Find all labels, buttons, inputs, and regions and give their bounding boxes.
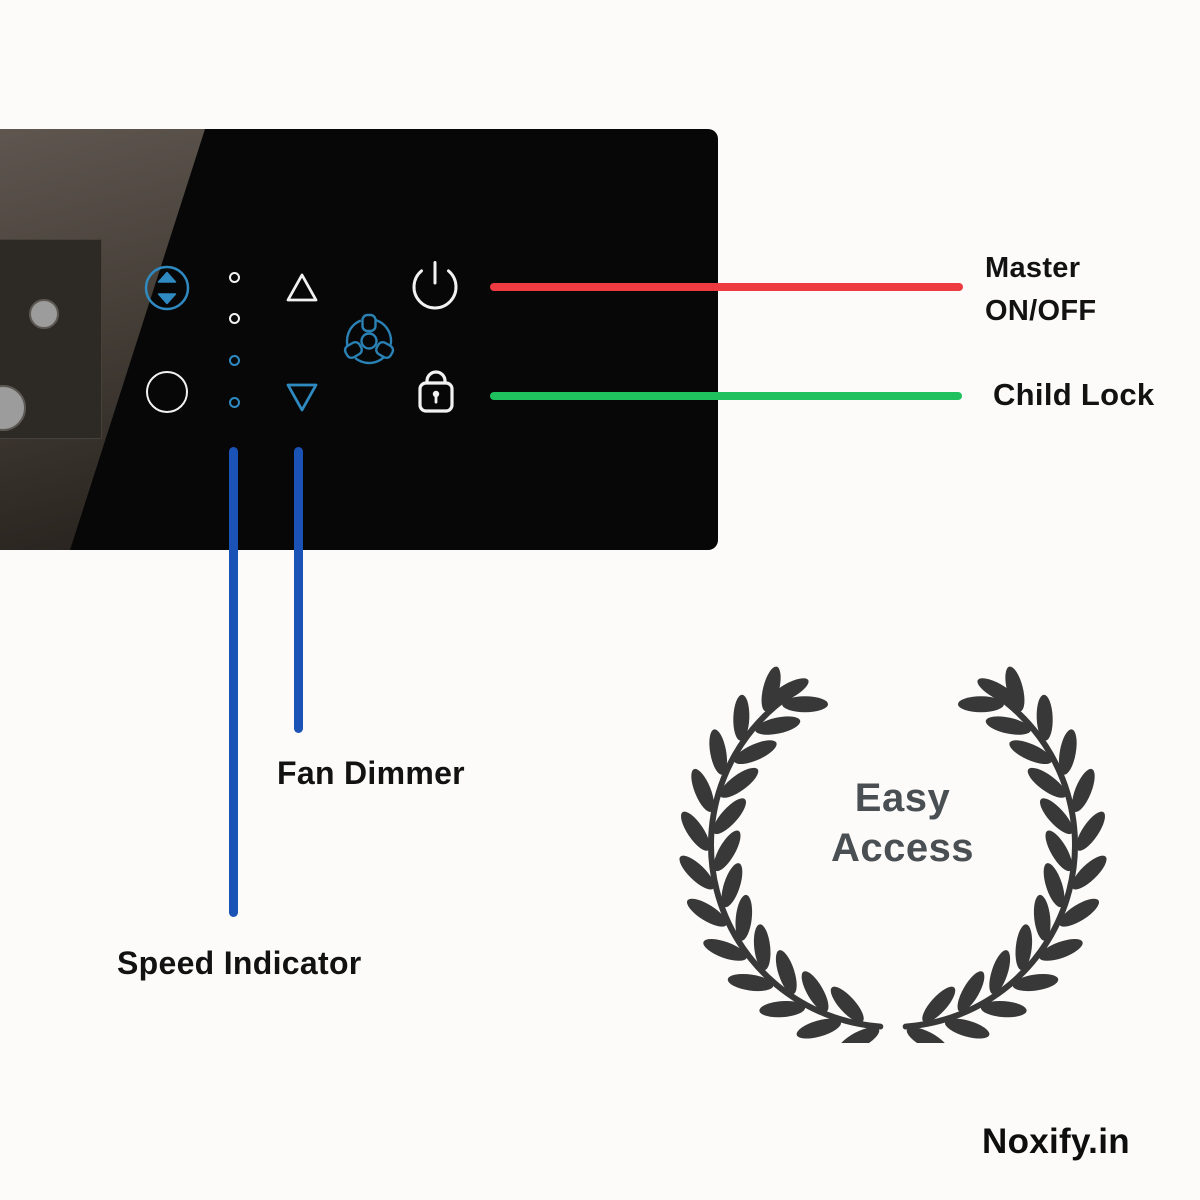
fan-icon <box>343 313 395 365</box>
fan-dimmer-label: Fan Dimmer <box>277 755 465 791</box>
fan-down-triangle-icon <box>286 383 318 412</box>
fan-dimmer-callout-line <box>294 447 303 733</box>
lock-icon <box>418 370 454 413</box>
fan-up-triangle-icon <box>286 273 318 302</box>
badge-line1: Easy <box>854 776 951 820</box>
scene-circle-icon <box>146 371 188 413</box>
master-label-line2: ON/OFF <box>985 295 1097 327</box>
power-icon <box>412 261 458 310</box>
child-lock-callout-line <box>490 392 962 400</box>
brand-text: Noxify.in <box>982 1122 1130 1161</box>
side-module <box>0 239 102 439</box>
speed-led-1 <box>229 272 240 283</box>
easy-access-badge: Easy Access <box>770 773 1035 873</box>
child-lock-label: Child Lock <box>993 377 1155 412</box>
speed-spinner-icon <box>144 265 190 311</box>
laurel-wreath-icon <box>679 666 1107 1043</box>
knob-icon <box>29 299 59 329</box>
speed-led-2 <box>229 313 240 324</box>
knob-icon <box>0 385 26 431</box>
master-onoff-label: Master ON/OFF <box>985 247 1096 333</box>
speed-indicator-label: Speed Indicator <box>117 945 362 981</box>
speed-indicator-callout-line <box>229 447 238 917</box>
master-label-line1: Master <box>985 252 1081 284</box>
speed-led-3 <box>229 355 240 366</box>
master-callout-line <box>490 283 963 291</box>
control-panel <box>0 129 718 550</box>
speed-led-4 <box>229 397 240 408</box>
badge-line2: Access <box>830 826 975 870</box>
